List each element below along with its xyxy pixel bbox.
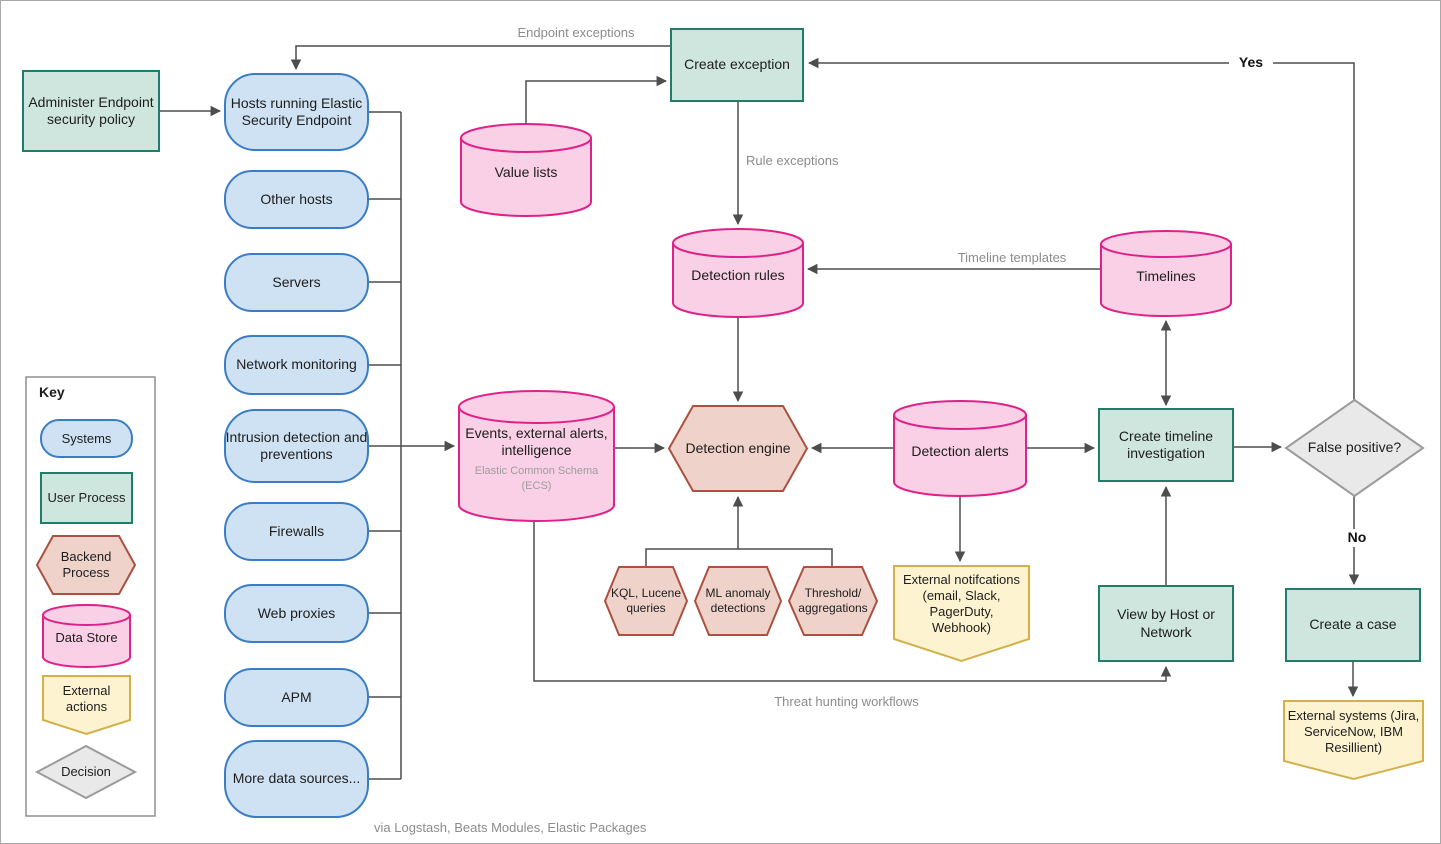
edge-label-rule-exceptions: Rule exceptions [746, 153, 839, 169]
node-administer-endpoint-security-policy: Administer Endpoint security policy [28, 93, 154, 127]
edge-yes-to-exception [807, 57, 1355, 400]
node-timelines: Timelines [1136, 267, 1196, 284]
node-events-external-alerts: Events, external alerts, intelligence El… [459, 397, 614, 521]
edge-subhex-connector [645, 548, 833, 567]
node-value-lists: Value lists [494, 163, 558, 180]
key-label-external-actions: External actions [62, 683, 111, 714]
shape-view-by-host [1098, 585, 1234, 662]
key-title: Key [39, 384, 65, 401]
key-shape-data-store-top [42, 604, 131, 626]
key-shape-decision [34, 744, 138, 800]
edges [159, 45, 1360, 780]
shape-false-positive [1284, 398, 1425, 498]
key-shape-data-store-body [42, 615, 131, 668]
node-events-sublabel: Elastic Common Schema (ECS) [474, 465, 599, 492]
shape-apm [224, 668, 369, 727]
shape-detection-engine [667, 405, 809, 492]
node-events-label: Events, external alerts, intelligence [465, 425, 608, 459]
shape-events-top [458, 390, 615, 424]
key-label-systems: Systems [61, 430, 112, 446]
edge-label-timeline-templates: Timeline templates [957, 250, 1067, 266]
key-legend [25, 376, 156, 817]
shape-create-exception [670, 28, 804, 102]
node-hosts-running-elastic-security-endpoint: Hosts running Elastic Security Endpoint [230, 94, 363, 128]
key-label-backend-process: Backend Process [60, 549, 112, 580]
shape-external-systems [1283, 700, 1424, 781]
node-intrusion-detection: Intrusion detection and preventions [225, 428, 368, 462]
shape-intrusion [224, 409, 369, 483]
shape-web-proxies [224, 584, 369, 643]
shape-external-notifications [893, 565, 1030, 663]
node-network-monitoring: Network monitoring [236, 356, 357, 373]
key-shape-backend-process [35, 535, 137, 595]
node-false-positive: False positive? [1307, 439, 1402, 456]
node-create-timeline-investigation: Create timeline investigation [1118, 427, 1214, 461]
edge-systems-bus [368, 111, 402, 780]
shape-detection-alerts-top [893, 400, 1027, 430]
shape-admin-policy [22, 70, 160, 152]
shape-threshold [787, 566, 879, 636]
edge-endpoint-exceptions [290, 45, 671, 71]
key-shape-systems [40, 419, 133, 458]
node-servers: Servers [272, 273, 321, 290]
shape-firewalls [224, 502, 369, 561]
shape-servers [224, 253, 369, 312]
shape-ml-anomaly [693, 566, 783, 636]
edge-label-no: No [1338, 529, 1376, 547]
node-events-text: Events, external alerts, intelligence El… [465, 425, 608, 493]
edge-label-yes: Yes [1229, 54, 1273, 72]
node-web-proxies: Web proxies [257, 604, 336, 621]
shape-more-sources [224, 740, 369, 818]
shape-detection-rules-body [672, 243, 804, 318]
node-create-a-case: Create a case [1309, 616, 1397, 633]
edge-valuelists-to-exception [525, 75, 668, 124]
shape-events-body [458, 407, 615, 522]
shape-value-lists-top [460, 123, 592, 153]
key-shape-user-process [40, 472, 133, 524]
node-firewalls: Firewalls [268, 522, 325, 539]
node-detection-alerts: Detection alerts [911, 442, 1009, 459]
node-ml-anomaly-detections: ML anomaly detections [705, 586, 771, 615]
shape-detection-rules-top [672, 228, 804, 258]
node-external-notifications: External notifcations (email, Slack, Pag… [902, 572, 1021, 635]
shape-detection-alerts-body [893, 415, 1027, 497]
node-kql-lucene-queries: KQL, Lucene queries [610, 586, 682, 615]
shape-value-lists-body [460, 138, 592, 217]
shape-other-hosts [224, 170, 369, 229]
shape-kql [603, 566, 689, 636]
shape-network-monitoring [224, 335, 369, 395]
shape-timelines-body [1100, 244, 1232, 317]
node-other-hosts: Other hosts [260, 190, 333, 207]
node-threshold-aggregations: Threshold/ aggregations [798, 586, 868, 615]
node-detection-engine: Detection engine [685, 439, 791, 456]
node-shapes [22, 28, 1425, 818]
shape-hosts-endpoint [224, 73, 369, 151]
edge-label-threat-hunting-workflows: Threat hunting workflows [774, 694, 919, 710]
node-external-systems: External systems (Jira, ServiceNow, IBM … [1287, 708, 1420, 755]
edge-label-endpoint-exceptions: Endpoint exceptions [517, 25, 635, 41]
node-create-exception: Create exception [684, 56, 790, 73]
shape-create-timeline [1098, 408, 1234, 482]
key-label-data-store: Data Store [55, 630, 118, 646]
shape-timelines-top [1100, 230, 1232, 258]
node-view-by-host-or-network: View by Host or Network [1117, 606, 1215, 640]
edge-label-via-logstash: via Logstash, Beats Modules, Elastic Pac… [374, 820, 647, 836]
key-label-user-process: User Process [47, 490, 126, 506]
edge-threat-hunting [533, 521, 1172, 682]
node-detection-rules: Detection rules [691, 267, 785, 284]
key-label-decision: Decision [61, 764, 111, 780]
key-shape-external-actions [42, 675, 131, 736]
node-apm: APM [281, 688, 312, 705]
node-more-data-sources: More data sources... [232, 770, 361, 787]
shape-create-case [1285, 588, 1421, 662]
